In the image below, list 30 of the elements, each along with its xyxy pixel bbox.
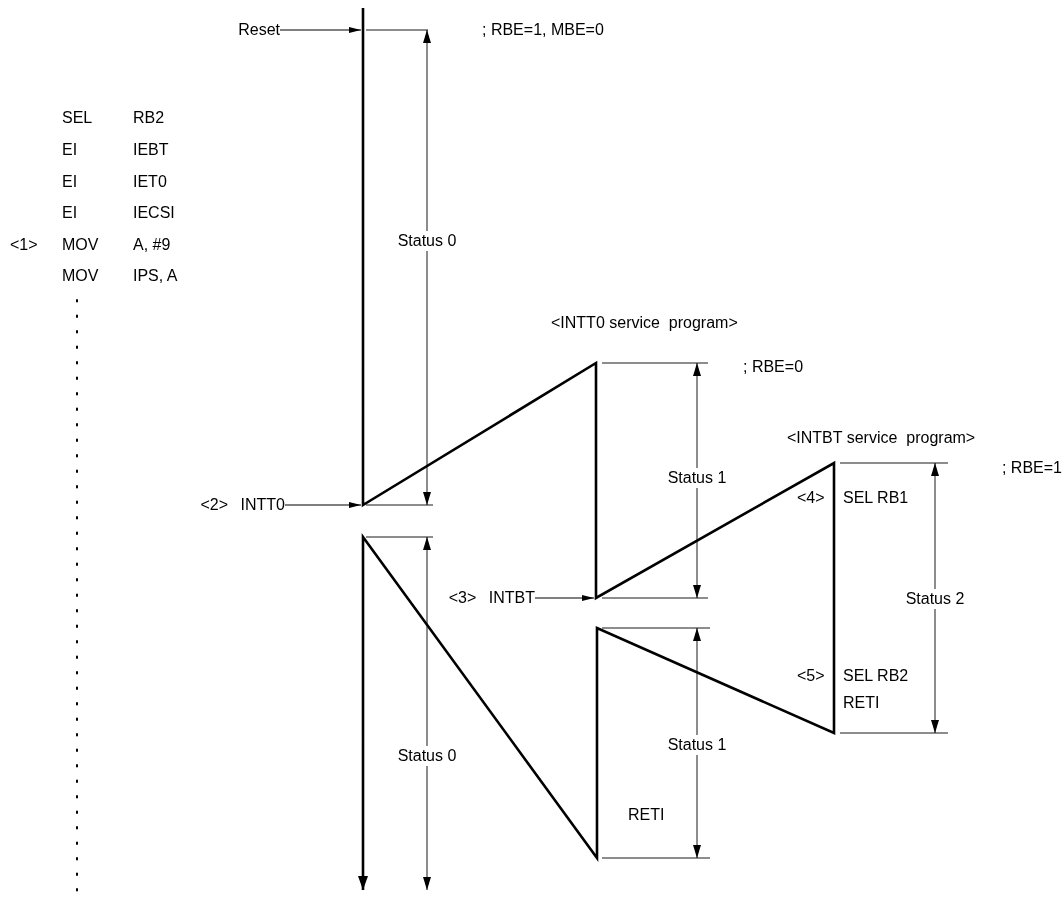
- annotation-text: SEL: [62, 108, 93, 128]
- annotation-text: <INTT0 service program>: [551, 313, 738, 333]
- annotation-text: MOV: [62, 266, 99, 286]
- annotation-text: A, #9: [133, 235, 171, 255]
- annotation-text: SEL RB1: [843, 488, 909, 508]
- annotation-text: ; RBE=1, MBE=0: [482, 20, 604, 40]
- arrow: [279, 27, 362, 33]
- annotation-text: RETI: [628, 805, 665, 825]
- annotation-text: MOV: [62, 235, 99, 255]
- signal-label: <3> INTBT: [435, 588, 535, 608]
- annotation-text: <5>: [797, 666, 825, 686]
- arrow: [284, 502, 362, 508]
- annotation-text: IEBT: [133, 140, 169, 160]
- annotation-text: RETI: [843, 693, 880, 713]
- annotation-text: <4>: [797, 488, 825, 508]
- annotation-text: IET0: [133, 172, 167, 192]
- annotation-text: <1>: [10, 235, 38, 255]
- annotation-text: ; RBE=1: [1001, 458, 1062, 478]
- annotation-text: EI: [62, 140, 78, 160]
- annotation-text: ; RBE=0: [743, 357, 804, 377]
- annotation-text: EI: [62, 172, 78, 192]
- signal-label: <2> INTT0: [172, 495, 285, 515]
- arrow: [534, 595, 595, 601]
- annotation-text: EI: [62, 203, 78, 223]
- annotation-text: RB2: [133, 108, 165, 128]
- annotation-text: IPS, A: [133, 266, 178, 286]
- annotation-text: <INTBT service program>: [787, 428, 976, 448]
- annotation-text: IECSI: [133, 203, 175, 223]
- signal-label: Reset: [224, 20, 280, 40]
- annotation-text: SEL RB2: [843, 666, 909, 686]
